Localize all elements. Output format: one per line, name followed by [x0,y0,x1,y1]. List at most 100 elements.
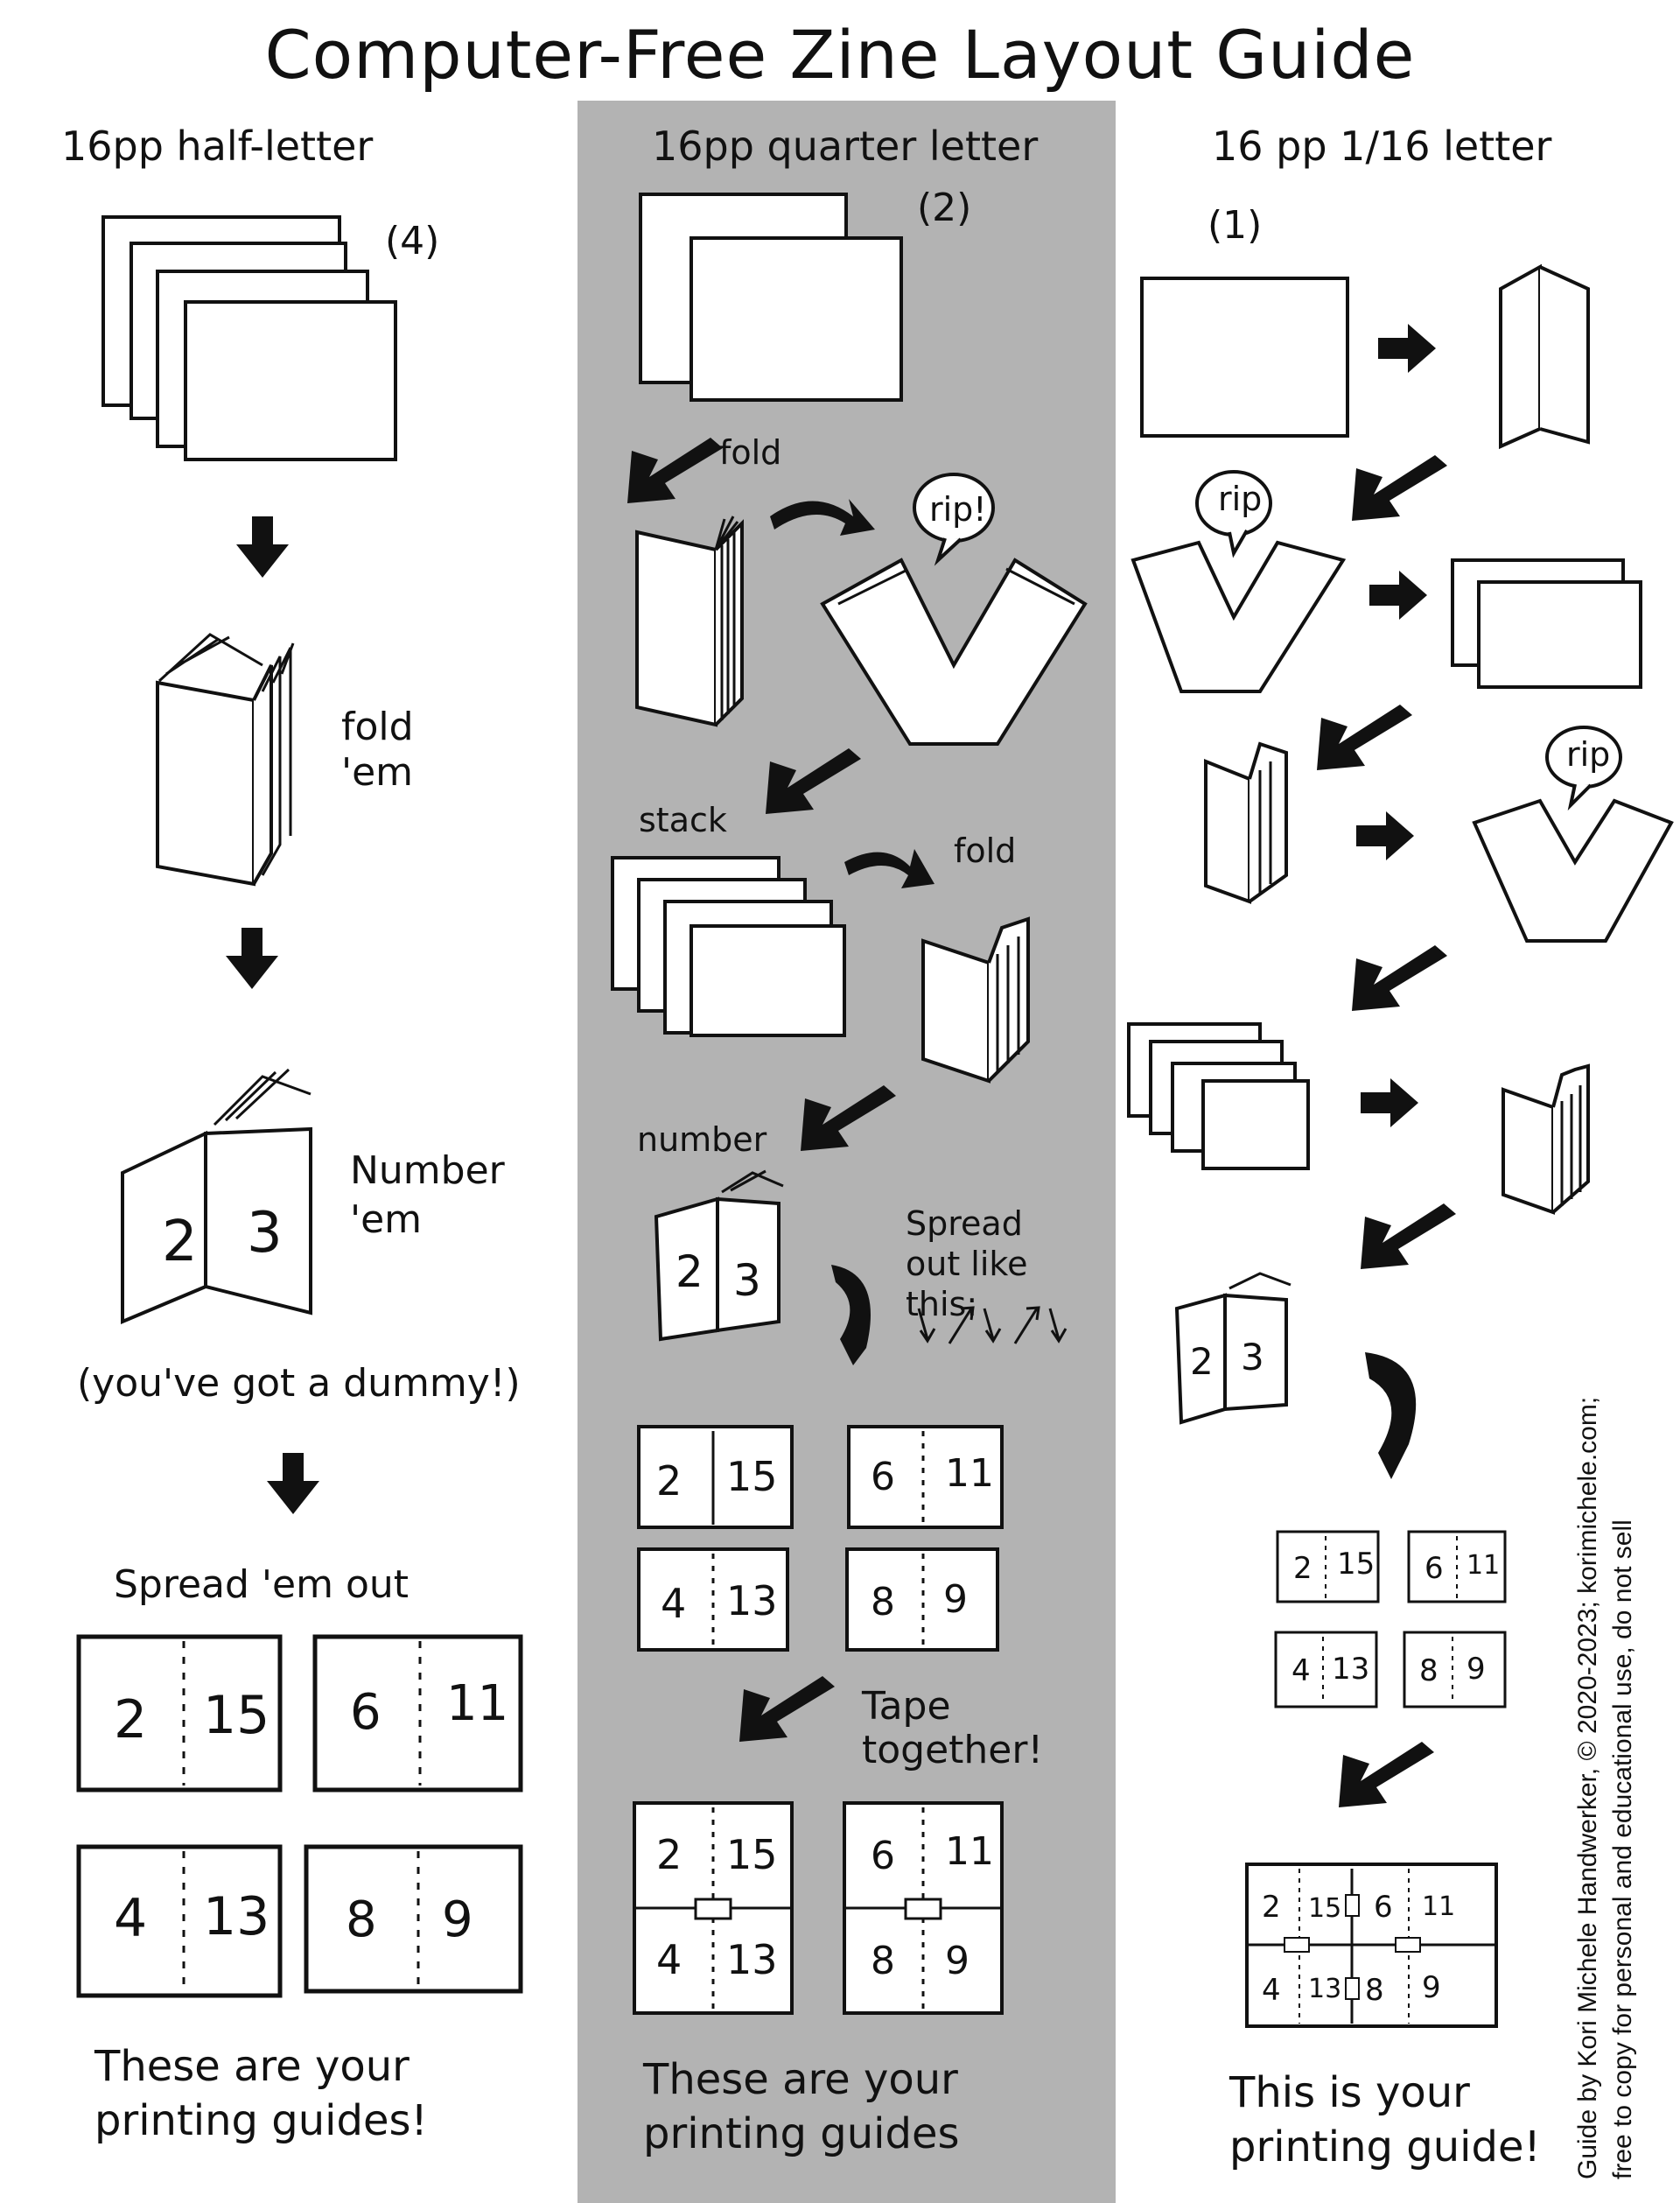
svg-text:9: 9 [945,1939,970,1983]
arrow-right-icon [1361,1078,1418,1127]
rip-label: rip [1566,735,1611,774]
column-heading-quarter-letter: 16pp quarter letter [652,123,1039,170]
step-fold-label: fold [954,831,1017,870]
svg-text:15: 15 [1308,1893,1341,1924]
svg-text:13: 13 [726,1577,778,1624]
step-spread-label: Spread 'em out [114,1562,410,1607]
svg-text:8: 8 [871,1580,895,1624]
numbered-dummy-illustration: 2 3 [121,1068,312,1325]
svg-text:3: 3 [1241,1336,1264,1379]
stacked-folded-sheets [611,856,846,1037]
arrow-down-left-icon [1317,705,1412,770]
numbered-small-booklet: 2 3 [1174,1272,1292,1425]
numbered-small-booklet: 2 3 [654,1169,784,1342]
svg-text:2: 2 [1190,1340,1214,1383]
stacked-folded-sheets [1127,1022,1310,1170]
svg-text:11: 11 [1422,1891,1455,1922]
svg-text:2: 2 [656,1457,682,1505]
svg-text:9: 9 [1422,1970,1441,2005]
spread-direction-arrows [917,1306,1068,1344]
svg-text:13: 13 [1332,1652,1369,1687]
arrow-down-left-icon [1352,945,1447,1011]
svg-text:15: 15 [726,1831,778,1878]
spread-4-13: 4 13 [76,1844,283,1998]
mini-spread-6-11: 6 11 [847,1425,1004,1529]
right-caption: This is your printing guide! [1229,2068,1541,2171]
svg-text:2: 2 [656,1831,682,1878]
svg-text:15: 15 [1337,1547,1375,1582]
arrow-down-left-icon [1361,1203,1456,1269]
tiny-spread-4-13: 4 13 [1274,1631,1378,1708]
svg-text:6: 6 [871,1834,895,1878]
arrow-right-icon [1378,324,1436,373]
svg-text:2: 2 [1262,1890,1281,1925]
rip-label: rip [1218,480,1263,518]
dummy-note: (you've got a dummy!) [77,1361,521,1406]
svg-text:4: 4 [114,1888,147,1949]
rip-speech-bubble [1195,470,1272,558]
svg-text:13: 13 [1308,1974,1341,2004]
curved-arrow-icon [831,1265,871,1365]
credit-line-2: free to copy for personal and educationa… [1608,1519,1637,2179]
folded-stack-booklet [1502,1063,1590,1215]
folded-booklet-illustration [635,515,744,726]
svg-text:6: 6 [1424,1551,1444,1586]
sheet-count-label: (2) [917,186,972,230]
svg-text:9: 9 [442,1891,473,1948]
arrow-down-icon [236,516,289,578]
svg-text:4: 4 [1292,1653,1311,1688]
page-number: 2 [162,1210,198,1274]
svg-text:15: 15 [203,1685,270,1746]
svg-text:2: 2 [1293,1551,1312,1586]
arrow-right-icon [1356,811,1414,860]
svg-text:9: 9 [1466,1652,1486,1687]
svg-text:8: 8 [1365,1973,1384,2008]
taped-sheet-right: 6 11 8 9 [843,1801,1004,2015]
step-number-label: Number 'em [350,1148,505,1242]
svg-text:11: 11 [446,1675,508,1732]
folded-booklet-illustration [1204,741,1288,904]
svg-text:4: 4 [1262,1973,1281,2008]
curved-arrow-icon [770,499,875,536]
arrow-down-left-icon [627,438,723,503]
folded-sheet-illustration [1499,263,1590,450]
sheet-count-label: (4) [385,219,440,263]
rip-label: rip! [929,490,987,529]
arrow-down-left-icon [766,748,861,814]
arrow-down-icon [226,928,278,989]
page-title: Computer-Free Zine Layout Guide [264,16,1416,94]
stack-of-four-sheets [102,215,397,461]
svg-text:11: 11 [945,1451,994,1496]
spread-6-11: 6 11 [312,1634,523,1793]
rip-speech-bubble [913,473,995,566]
taped-sheet-left: 2 15 4 13 [633,1801,794,2015]
two-sheets-stack [1451,558,1642,689]
arrow-down-icon [267,1453,319,1514]
ripped-sheet-illustration [820,558,1088,746]
tiny-spread-6-11: 6 11 [1407,1530,1507,1603]
svg-text:6: 6 [350,1684,382,1741]
stack-of-two-sheets [639,193,903,402]
column-heading-sixteenth-letter: 16 pp 1/16 letter [1212,123,1552,170]
spread-2-15: 2 15 [76,1634,283,1793]
svg-text:6: 6 [871,1455,895,1499]
svg-text:8: 8 [1419,1653,1438,1688]
step-fold-label: fold 'em [341,705,414,795]
arrow-down-left-icon [1339,1742,1434,1807]
svg-text:13: 13 [726,1936,778,1983]
left-caption: These are your printing guides! [94,2042,428,2145]
svg-text:2: 2 [676,1246,704,1297]
arrow-down-left-icon [801,1085,896,1151]
step-fold-label: fold [719,433,782,472]
credit-note: Guide by Kori Michele Handwerker, © 2020… [1571,1397,1641,2179]
page-number: 3 [247,1201,283,1266]
sheet-count-label: (1) [1208,203,1263,248]
arrow-down-left-icon [739,1676,835,1742]
svg-text:15: 15 [726,1453,778,1500]
svg-text:11: 11 [945,1829,994,1874]
folded-stack-booklet [921,916,1030,1084]
mini-spread-8-9: 8 9 [845,1547,999,1652]
tape-piece [694,1898,732,1920]
rip-speech-bubble [1545,726,1622,811]
